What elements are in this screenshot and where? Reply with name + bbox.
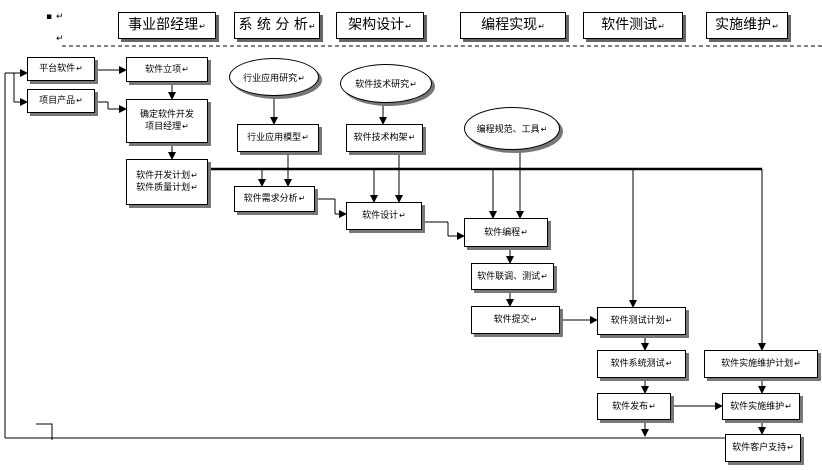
header-analysis: 系 统 分 析↵ (234, 12, 320, 39)
system-testing-label: 软件系统测试 (610, 359, 665, 369)
dev-plan-label: 软件开发计划 (136, 171, 191, 181)
header-manager: 事业部经理↵ (118, 12, 216, 39)
box-software-programming: 软件编程↵ (464, 218, 548, 247)
tech-architecture-label: 软件技术构架 (353, 133, 408, 143)
box-system-testing: 软件系统测试↵ (597, 350, 686, 378)
software-design-label: 软件设计 (362, 211, 399, 221)
header-programming: 编程实现↵ (460, 12, 566, 39)
software-submission-label: 软件提交 (493, 315, 530, 325)
industry-model-label: 行业应用模型 (247, 133, 302, 143)
header-programming-label: 编程实现 (481, 17, 538, 33)
return-mark: ↵ (56, 34, 64, 44)
return-mark: ↵ (56, 12, 64, 22)
software-initiation-label: 软件立项 (145, 64, 182, 75)
box-confirm-project: 确定软件开发 项目经理↵ (126, 99, 208, 143)
ellipse-industry-research: 行业应用研究↵ (229, 58, 319, 96)
software-release-label: 软件发布 (612, 401, 649, 412)
box-platform-software: 平台软件↵ (27, 57, 95, 81)
confirm-line2-label: 项目经理 (145, 122, 182, 132)
ellipse-tech-research: 软件技术研究↵ (340, 64, 432, 103)
customer-support-label: 软件客户支持 (732, 443, 787, 453)
box-software-initiation: 软件立项↵ (126, 57, 208, 82)
box-implementation-maintenance: 软件实施维护↵ (722, 393, 800, 420)
box-software-release: 软件发布↵ (597, 393, 671, 420)
coding-standards-label: 编程规范、工具 (476, 125, 540, 135)
header-manager-label: 事业部经理 (128, 17, 199, 33)
header-maintenance-label: 实施维护 (715, 17, 772, 33)
implementation-maintenance-label: 软件实施维护 (730, 401, 785, 412)
bullet-mark: ▪ (46, 12, 53, 22)
industry-research-label: 行业应用研究 (243, 73, 298, 84)
box-dev-quality-plan: 软件开发计划↵ 软件质量计划↵ (126, 159, 208, 205)
software-programming-label: 软件编程 (484, 227, 521, 238)
integration-testing-label: 软件联调、测试 (477, 271, 541, 282)
test-plan-label: 软件测试计划 (610, 316, 665, 326)
box-tech-architecture: 软件技术构架↵ (346, 124, 423, 152)
tech-research-label: 软件技术研究 (355, 80, 410, 90)
box-industry-model: 行业应用模型↵ (237, 124, 319, 152)
requirements-analysis-label: 软件需求分析 (243, 194, 298, 204)
maintenance-plan-label: 软件实施维护计划 (721, 359, 794, 369)
box-integration-testing: 软件联调、测试↵ (471, 263, 554, 290)
platform-software-label: 平台软件 (39, 64, 76, 74)
ellipse-coding-standards: 编程规范、工具↵ (464, 107, 560, 150)
confirm-line1-label: 确定软件开发 (139, 110, 194, 120)
header-architecture: 架构设计↵ (336, 12, 424, 39)
header-testing-label: 软件测试 (601, 17, 658, 33)
box-software-design: 软件设计↵ (346, 202, 422, 230)
header-testing: 软件测试↵ (583, 12, 683, 39)
header-architecture-label: 架构设计 (348, 17, 405, 33)
quality-plan-label: 软件质量计划 (136, 183, 191, 193)
header-maintenance: 实施维护↵ (706, 12, 788, 39)
box-customer-support: 软件客户支持↵ (725, 434, 801, 462)
header-analysis-label: 系 统 分 析 (238, 17, 308, 33)
box-project-product: 项目产品↵ (27, 89, 95, 113)
box-test-plan: 软件测试计划↵ (597, 307, 686, 335)
project-product-label: 项目产品 (39, 96, 76, 106)
box-maintenance-plan: 软件实施维护计划↵ (704, 350, 818, 378)
box-requirements-analysis: 软件需求分析↵ (234, 186, 315, 212)
box-software-submission: 软件提交↵ (471, 306, 560, 334)
